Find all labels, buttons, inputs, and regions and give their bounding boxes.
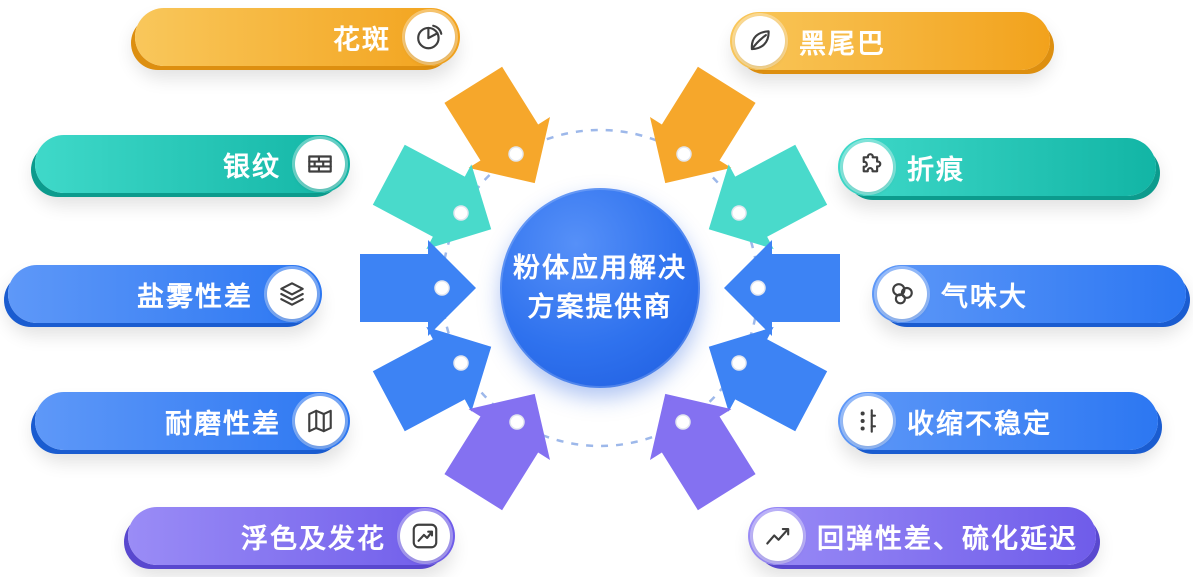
center-title-line2: 方案提供商 bbox=[527, 292, 673, 323]
ring-dot bbox=[731, 205, 747, 221]
layers-icon bbox=[267, 269, 317, 319]
pill-huaban-label: 花斑 bbox=[333, 24, 391, 56]
pill-heiweiba: 黑尾巴 bbox=[730, 12, 1050, 70]
pill-yinwen-label: 银纹 bbox=[223, 151, 281, 183]
pill-zhehen: 折痕 bbox=[838, 138, 1156, 196]
center-title-line1: 粉体应用解决 bbox=[513, 252, 687, 284]
ring-dot bbox=[676, 146, 692, 162]
ring-dot bbox=[509, 414, 525, 430]
pill-yanwuxingcha-label: 盐雾性差 bbox=[137, 281, 253, 313]
ring-dot bbox=[453, 355, 469, 371]
leaf-icon bbox=[735, 16, 785, 66]
pill-fuse-ji-fahua: 浮色及发花 bbox=[128, 507, 455, 565]
bubbles-icon bbox=[877, 269, 927, 319]
pill-yanwuxingcha: 盐雾性差 bbox=[8, 265, 322, 323]
pill-huitan-liuhua-label: 回弹性差、硫化延迟 bbox=[817, 523, 1078, 555]
pill-fuse-ji-fahua-label: 浮色及发花 bbox=[241, 523, 386, 555]
pill-shousuo-buwending-label: 收缩不稳定 bbox=[907, 408, 1052, 440]
bricks-icon bbox=[295, 139, 345, 189]
center-circle: 粉体应用解决 方案提供商 bbox=[500, 188, 700, 388]
pill-naimoxingcha-label: 耐磨性差 bbox=[165, 408, 281, 440]
pill-zhehen-label: 折痕 bbox=[907, 154, 965, 186]
trend-up-icon bbox=[400, 511, 450, 561]
pill-naimoxingcha: 耐磨性差 bbox=[35, 392, 350, 450]
pie-chart-icon bbox=[405, 12, 455, 62]
pill-huaban: 花斑 bbox=[135, 8, 460, 66]
pill-huitan-liuhua: 回弹性差、硫化延迟 bbox=[748, 507, 1096, 565]
arrow-yanwuxingcha bbox=[360, 240, 476, 336]
pill-yinwen: 银纹 bbox=[35, 135, 350, 193]
arrow-yinwen bbox=[372, 144, 492, 250]
shrink-icon bbox=[843, 396, 893, 446]
arrow-zhehen bbox=[708, 144, 828, 250]
ring-dot bbox=[453, 205, 469, 221]
pill-shousuo-buwending: 收缩不稳定 bbox=[838, 392, 1158, 450]
pill-heiweiba-label: 黑尾巴 bbox=[799, 28, 886, 60]
arrow-qiweida bbox=[724, 240, 840, 336]
ring-dot bbox=[750, 280, 766, 296]
ring-dot bbox=[731, 355, 747, 371]
pill-qiweida-label: 气味大 bbox=[941, 281, 1028, 313]
pill-qiweida: 气味大 bbox=[872, 265, 1186, 323]
map-icon bbox=[295, 396, 345, 446]
ring-dot bbox=[508, 146, 524, 162]
ring-dot bbox=[434, 280, 450, 296]
arrow-naimoxingcha bbox=[372, 326, 492, 432]
line-chart-icon bbox=[753, 511, 803, 561]
puzzle-icon bbox=[843, 142, 893, 192]
arrow-shousuo bbox=[708, 326, 828, 432]
ring-dot bbox=[675, 414, 691, 430]
